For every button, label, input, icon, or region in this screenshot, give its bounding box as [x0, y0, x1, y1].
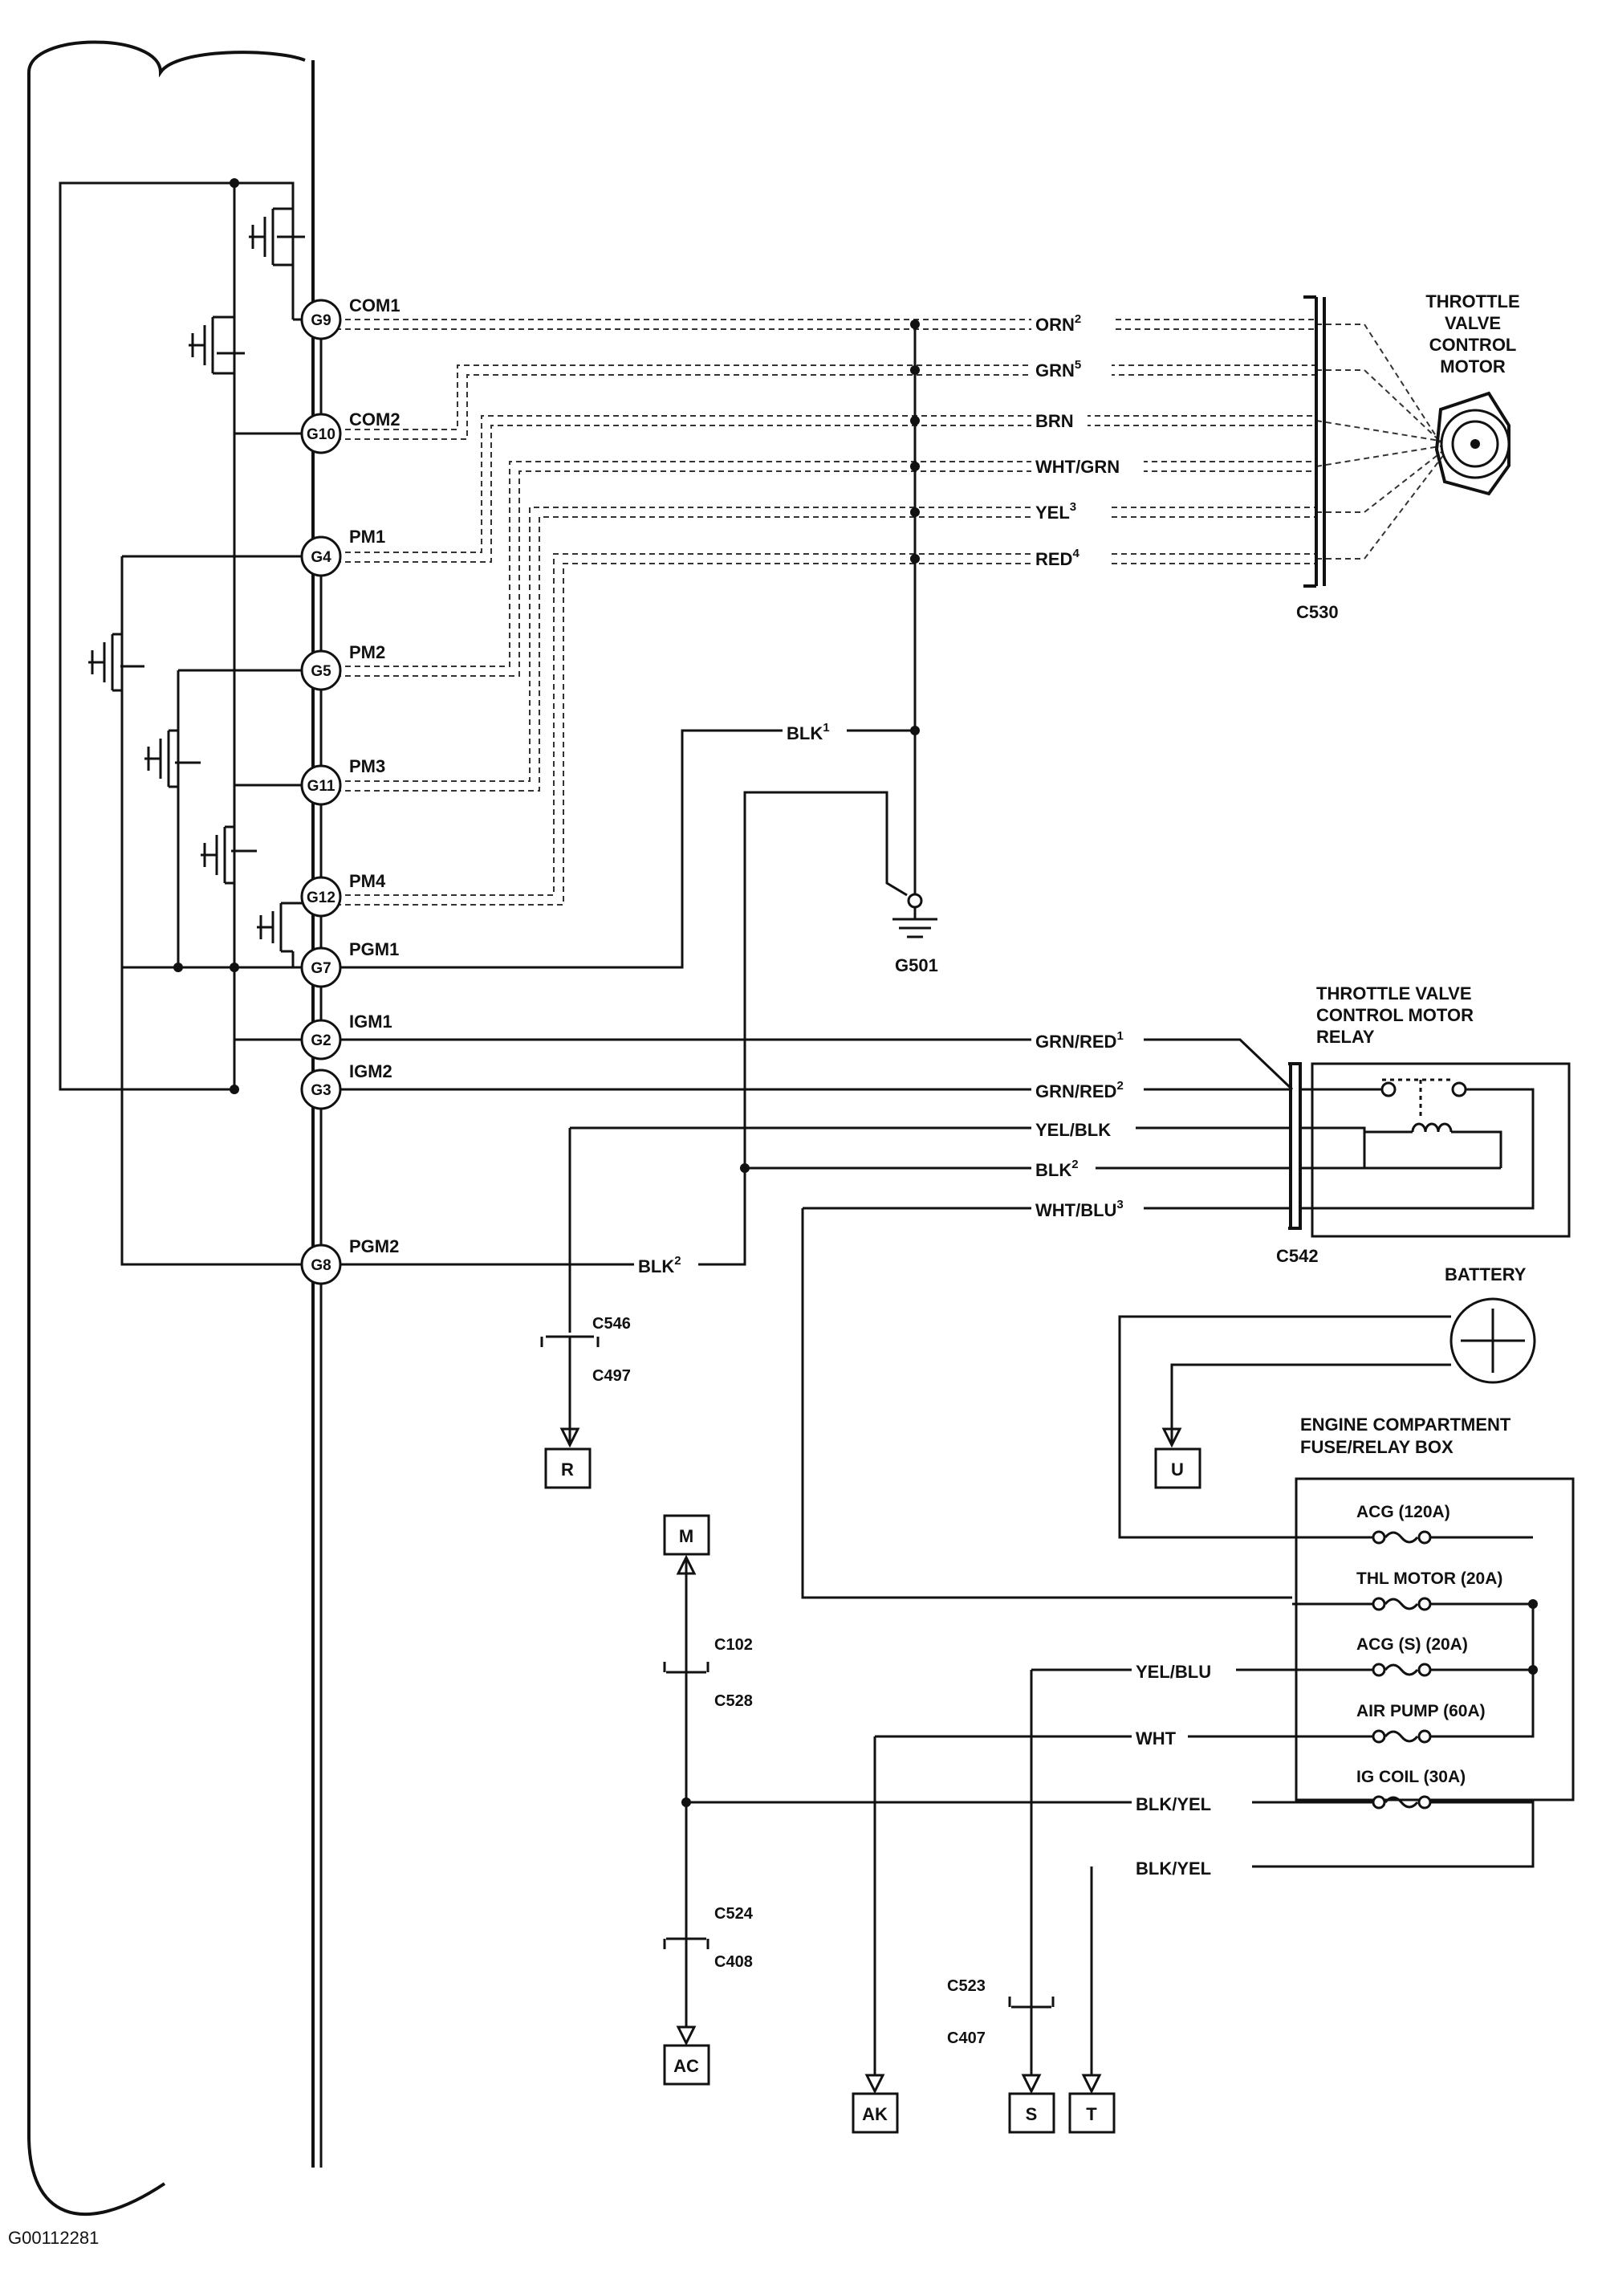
pin-name-pgm2: PGM2	[349, 1236, 399, 1256]
throttle-motor	[1434, 391, 1510, 496]
fuse-label-4: AIR PUMP (60A)	[1356, 1702, 1486, 1720]
connector-c408: C408	[714, 1953, 753, 1971]
relay-title-1: THROTTLE VALVE	[1316, 983, 1472, 1003]
r-branch	[540, 1335, 600, 1489]
connector-c407: C407	[947, 2029, 986, 2047]
wire-blk1: BLK1	[787, 721, 830, 743]
terminal-labels: R M AC AK S T U	[561, 1459, 1184, 2124]
pin-name-pgm1: PGM1	[349, 939, 399, 959]
connector-labels: C546 C497 C102 C528 C524 C408 C523 C407	[592, 1315, 986, 2047]
connector-c102: C102	[714, 1636, 753, 1654]
battery-label: BATTERY	[1445, 1264, 1527, 1284]
wire-grn-red-1: GRN/RED1	[1035, 1029, 1124, 1052]
lower-terminals	[852, 1670, 1116, 2134]
ecm-outline	[27, 40, 315, 2217]
pin-name-com2: COM2	[349, 409, 400, 429]
connector-c530: C530	[1296, 602, 1339, 622]
battery-labels: BATTERY	[1445, 1264, 1527, 1284]
pin-g2: G2	[311, 1032, 331, 1049]
fuse-box-title-1: ENGINE COMPARTMENT	[1300, 1415, 1511, 1435]
pin-name-igm1: IGM1	[349, 1012, 392, 1032]
connector-c523: C523	[947, 1977, 986, 1995]
fuse-box-labels: ENGINE COMPARTMENT FUSE/RELAY BOX ACG (1…	[1300, 1415, 1511, 1786]
pin-name-pm3: PM3	[349, 756, 385, 776]
connector-c542: C542	[1276, 1246, 1319, 1266]
pin-name-pm1: PM1	[349, 527, 385, 547]
wire-yel-blk: YEL/BLK	[1035, 1120, 1111, 1140]
relay-labels: THROTTLE VALVE CONTROL MOTOR RELAY C542	[1276, 983, 1474, 1266]
battery-symbol	[1118, 1297, 1536, 1539]
fuse-label-3: ACG (S) (20A)	[1356, 1635, 1468, 1654]
ecm-internal-circuit	[59, 178, 323, 2168]
motor-wire-bundle	[335, 319, 1445, 906]
fuse-box	[875, 1477, 1575, 1868]
motor-wire-labels: ORN2 GRN5 BRN WHT/GRN YEL3 RED4	[1031, 310, 1144, 569]
connector-c528: C528	[714, 1692, 753, 1710]
terminal-m: M	[679, 1526, 693, 1546]
terminal-s: S	[1026, 2104, 1038, 2124]
pin-g10: G10	[307, 426, 335, 443]
wire-blk-yel-1: BLK/YEL	[1136, 1794, 1211, 1814]
relay-wire-labels: GRN/RED1 GRN/RED2 YEL/BLK BLK2 WHT/BLU3 …	[634, 1028, 1144, 1276]
wire-grn: GRN5	[1035, 358, 1081, 381]
fuse-row-4	[1372, 1729, 1432, 1744]
wire-wht-blu: WHT/BLU3	[1035, 1198, 1124, 1220]
ecm-pin-circles	[300, 299, 342, 1285]
motor-title-4: MOTOR	[1440, 356, 1506, 377]
fuse-box-title-2: FUSE/RELAY BOX	[1300, 1437, 1454, 1457]
pin-g5: G5	[311, 663, 331, 680]
fuse-label-1: ACG (120A)	[1356, 1503, 1450, 1521]
pin-name-pm4: PM4	[349, 871, 386, 891]
pin-name-igm2: IGM2	[349, 1061, 392, 1081]
pin-g7: G7	[311, 960, 331, 977]
connector-c524: C524	[714, 1905, 754, 1923]
wire-blk2: BLK2	[1035, 1158, 1079, 1180]
motor-connector	[1303, 295, 1326, 588]
fuse-label-5: IG COIL (30A)	[1356, 1768, 1466, 1786]
wire-wht: WHT	[1136, 1728, 1177, 1748]
relay-box	[1288, 1062, 1571, 1238]
pin-g8: G8	[311, 1257, 331, 1274]
terminal-t: T	[1086, 2104, 1097, 2124]
wire-yel-blu: YEL/BLU	[1136, 1662, 1211, 1682]
terminal-u: U	[1171, 1459, 1184, 1480]
terminal-r: R	[561, 1459, 574, 1480]
pin-g3: G3	[311, 1082, 331, 1099]
m-ac-branch	[663, 1514, 1148, 2086]
motor-labels: THROTTLE VALVE CONTROL MOTOR C530	[1296, 291, 1520, 622]
wire-brn: BRN	[1035, 411, 1074, 431]
pin-name-pm2: PM2	[349, 642, 385, 662]
connector-c546: C546	[592, 1315, 631, 1333]
terminal-ac: AC	[673, 2056, 699, 2076]
wire-red: RED4	[1035, 547, 1079, 569]
wire-blk-yel-2: BLK/YEL	[1136, 1858, 1211, 1879]
connector-c497: C497	[592, 1367, 631, 1385]
terminal-ak: AK	[862, 2104, 888, 2124]
wire-orn: ORN2	[1035, 312, 1081, 335]
ecm-pin-labels: G9 COM1 G10 COM2 G4 PM1 G5 PM2 G11 PM3 G…	[307, 295, 400, 1274]
pin-name-com1: COM1	[349, 295, 400, 315]
ground-labels: BLK1 G501	[783, 719, 938, 975]
figure-id: G00112281	[8, 2228, 99, 2248]
pin-g9: G9	[311, 312, 331, 329]
wire-pgm2-blk2: BLK2	[638, 1254, 681, 1276]
motor-title-1: THROTTLE	[1425, 291, 1519, 311]
pin-g11: G11	[307, 778, 335, 795]
fuse-wire-labels: YEL/BLU WHT BLK/YEL BLK/YEL	[1132, 1658, 1236, 1879]
fuse-label-2: THL MOTOR (20A)	[1356, 1569, 1502, 1588]
pin-g4: G4	[311, 549, 331, 566]
wire-yel: YEL3	[1035, 500, 1076, 523]
relay-title-3: RELAY	[1316, 1027, 1375, 1047]
wire-grn-red-2: GRN/RED2	[1035, 1079, 1124, 1101]
ground-g501: G501	[895, 955, 938, 975]
motor-title-2: VALVE	[1445, 313, 1501, 333]
pin-g12: G12	[307, 889, 335, 906]
fuse-row-1	[1372, 1530, 1432, 1545]
relay-title-2: CONTROL MOTOR	[1316, 1005, 1474, 1025]
motor-title-3: CONTROL	[1429, 335, 1517, 355]
wire-wht-grn: WHT/GRN	[1035, 457, 1120, 477]
